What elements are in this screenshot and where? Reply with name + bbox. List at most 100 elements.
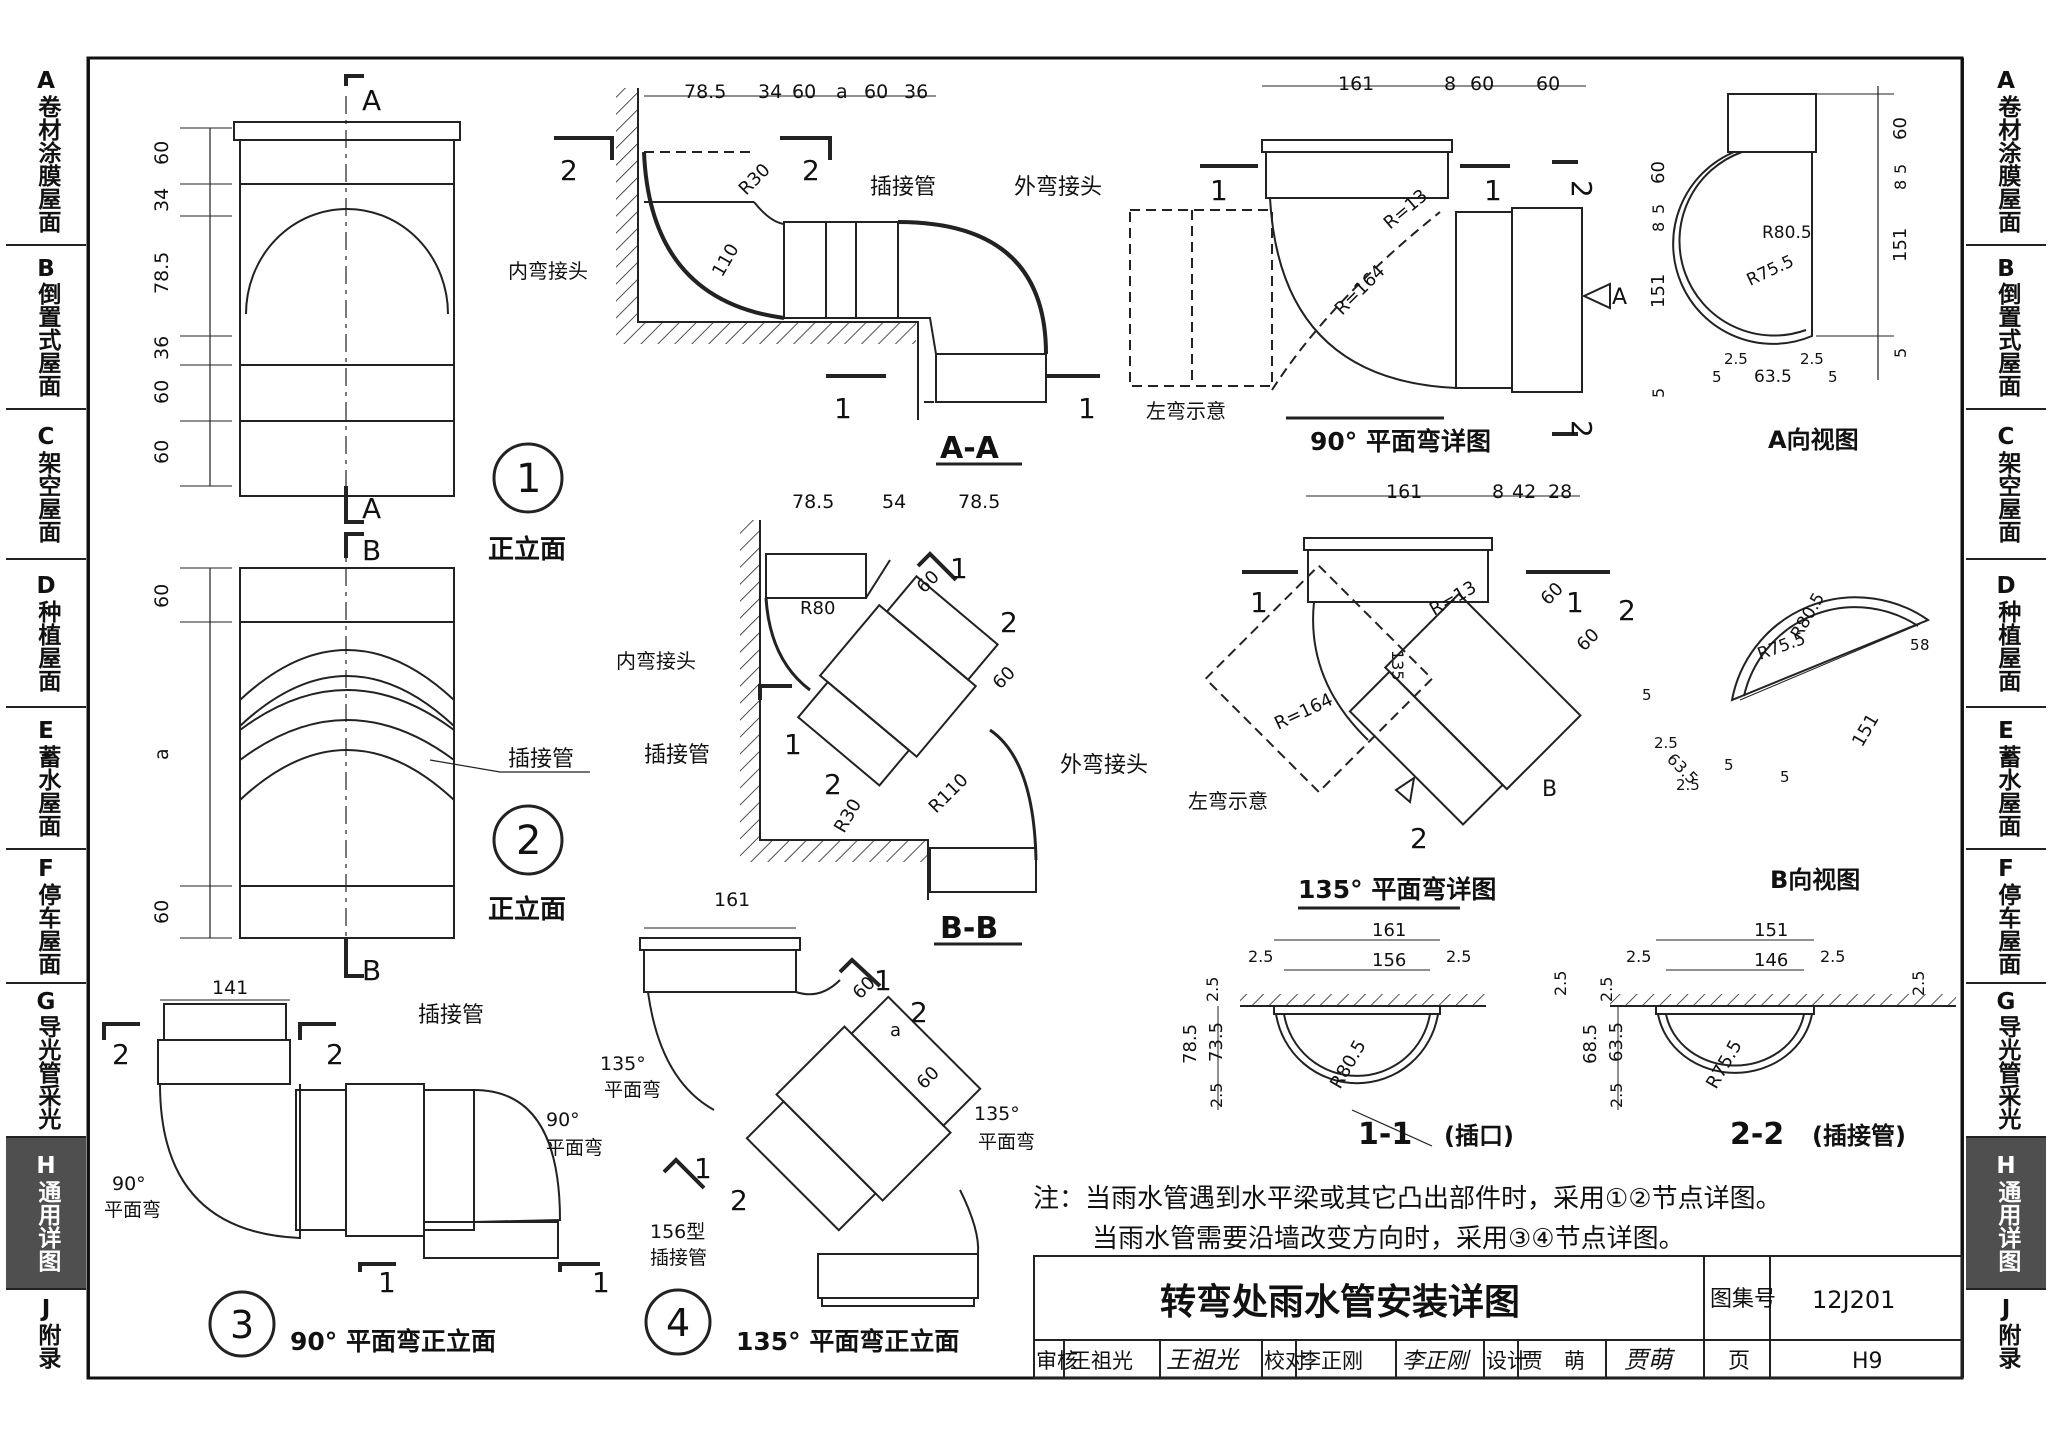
v1-dim-1: 60: [151, 141, 173, 165]
aa-dim-4: a: [836, 81, 848, 103]
v4-bend-left2: 平面弯: [604, 1079, 661, 1101]
av-hdim-3: 63.5: [1754, 367, 1792, 387]
s11-e2: 2.5: [1446, 947, 1471, 966]
v3-number: 3: [230, 1303, 254, 1347]
aa-dim-5: 60: [864, 81, 888, 103]
aa-sec2-left: 2: [560, 154, 578, 187]
av-title: A向视图: [1768, 426, 1859, 454]
v3-sec2-left: 2: [112, 1038, 130, 1071]
view-1: [180, 74, 564, 524]
s22-e2: 2.5: [1820, 947, 1845, 966]
bb-dim-2: 54: [882, 491, 906, 513]
checker-name: 李正刚: [1300, 1349, 1363, 1373]
p135-sec1-left: 1: [1250, 586, 1268, 619]
view-2-labels: 60 a 60 B B 插接管 2 正立面: [151, 534, 574, 987]
s11-e1: 2.5: [1248, 947, 1273, 966]
p135-dim-1: 161: [1386, 481, 1422, 503]
av-hdim-4: 2.5: [1800, 350, 1824, 368]
atlas-number: 12J201: [1812, 1286, 1895, 1314]
v4-number: 4: [666, 1301, 690, 1345]
section-22-labels: 151 146 2.5 2.5 2.5 2.5 68.5 63.5 2.5 R7…: [1580, 920, 1928, 1152]
s11-v1: 78.5: [1180, 1024, 1201, 1064]
view-b: [1730, 596, 1931, 702]
p135-sec2-bottom: 2: [1410, 822, 1428, 855]
s22-v0: 2.5: [1597, 977, 1616, 1002]
s11-title: 1-1: [1358, 1117, 1412, 1152]
section-bb-labels: 78.5 54 78.5 R80 R30 R110 60 60 内弯接头 插接管…: [616, 491, 1148, 946]
bb-inner: 内弯接头: [616, 649, 696, 673]
s22-top: 151: [1754, 920, 1788, 941]
view-3-labels: 141 插接管 90° 平面弯 90° 平面弯 2 2 1 1 3 90° 平面…: [104, 977, 610, 1356]
aa-outer: 外弯接头: [1014, 175, 1102, 200]
design-label: 设计: [1486, 1349, 1528, 1373]
bb-r110: R110: [925, 770, 973, 818]
check-label: 校对: [1264, 1349, 1306, 1373]
aa-title: A-A: [940, 431, 1000, 466]
v1-dim-3: 78.5: [151, 252, 173, 294]
bb-dim-3: 78.5: [958, 491, 1000, 513]
aa-d110: 110: [708, 240, 743, 280]
v2-section-top: B: [362, 534, 381, 567]
v4-caption: 135° 平面弯正立面: [736, 1327, 959, 1356]
bb-sec2-bottom: 2: [824, 768, 842, 801]
p90-vdim-5: 5: [1649, 388, 1668, 398]
bv-dim-5d: 5: [1642, 686, 1652, 704]
plan-90-labels: 161 8 60 60 R=13 R=164 左弯示意 60 5 8 151 5…: [1146, 73, 1669, 456]
aa-sec2-right: 2: [802, 154, 820, 187]
v1-section-top: A: [362, 84, 381, 117]
s22-title: 2-2: [1730, 1117, 1784, 1152]
v2-dim-1: 60: [151, 584, 173, 608]
aa-r30: R30: [735, 160, 775, 200]
v4-bend-right2: 平面弯: [978, 1131, 1035, 1153]
aa-inner: 内弯接头: [508, 259, 588, 283]
bb-outer: 外弯接头: [1060, 753, 1148, 778]
s11-top: 161: [1372, 920, 1406, 941]
v1-dim-5: 60: [151, 380, 173, 404]
plan-135-labels: 161 8 42 28 R=13 135 R=164 左弯示意 60 60 B …: [1188, 481, 1636, 904]
p135-left: 左弯示意: [1188, 789, 1268, 813]
section-bb: [740, 520, 1038, 946]
view-b-labels: R80.5 R75.5 5 8 151 5 2.5 63.5 5 2.5 5 B…: [1642, 589, 1930, 894]
v3-sec1-right: 1: [592, 1266, 610, 1299]
aa-dim-1: 78.5: [684, 81, 726, 103]
av-vdim-1: 60: [1890, 117, 1911, 140]
atlas-label: 图集号: [1710, 1287, 1776, 1312]
v1-dim-6: 60: [151, 440, 173, 464]
sheet-border: [86, 56, 1964, 1380]
section-22: [1610, 939, 1956, 1110]
p135-d60b: 60: [1573, 624, 1604, 655]
view-1-labels: 60 34 78.5 36 60 60 A A 1 正立面: [151, 84, 566, 565]
p135-sec2-top: 2: [1618, 594, 1636, 627]
bb-d60a: 60: [913, 566, 944, 597]
v4-sec2-bottom: 2: [730, 1184, 748, 1217]
note-line-1: 注：当雨水管遇到水平梁或其它凸出部件时，采用①②节点详图。: [1033, 1184, 1782, 1214]
p90-r164: R=164: [1331, 261, 1390, 320]
aa-dim-2: 34: [758, 81, 782, 103]
av-r755: R75.5: [1744, 251, 1797, 290]
av-r805: R80.5: [1762, 223, 1812, 243]
p135-dim-3: 42: [1512, 481, 1536, 503]
p90-sec1-right: 1: [1484, 174, 1502, 207]
v2-dim-2: a: [151, 748, 173, 760]
v4-pipe-label: 插接管: [650, 1247, 707, 1269]
p90-left: 左弯示意: [1146, 399, 1226, 423]
